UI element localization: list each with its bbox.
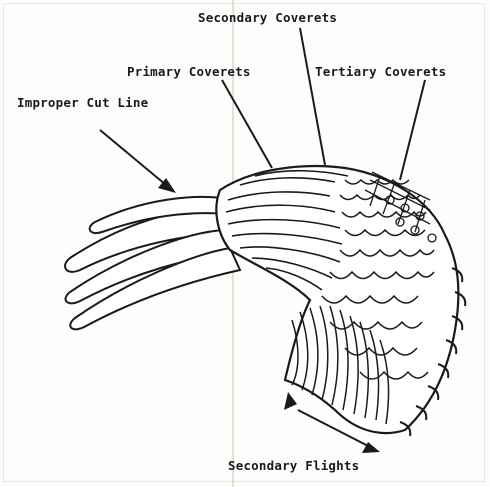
primary-feathers [65, 197, 240, 329]
label-tertiary-coverts: Tertiary Coverets [315, 64, 446, 79]
leader-secondary-coverts [300, 28, 325, 165]
label-primary-coverts: Primary Coverets [127, 64, 251, 79]
label-improper-cut-line: Improper Cut Line [17, 95, 148, 110]
leader-primary-coverts [222, 80, 272, 168]
label-secondary-flights: Secondary Flights [228, 458, 359, 473]
label-secondary-coverts: Secondary Coverets [198, 10, 337, 25]
leader-improper-cut-line [100, 130, 172, 190]
leader-tertiary-coverts [400, 80, 425, 180]
arrow-head-secondary-flights-top [284, 392, 297, 410]
